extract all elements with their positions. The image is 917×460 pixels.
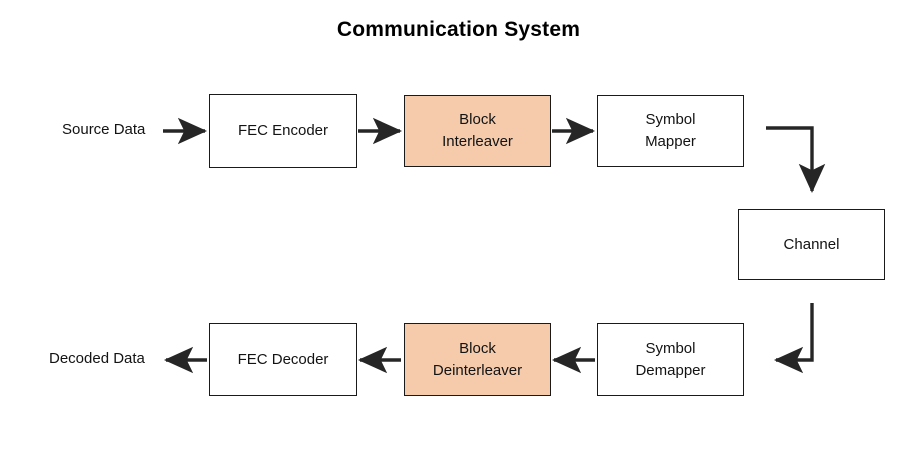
block-fec-decoder[interactable]: FEC Decoder bbox=[209, 323, 357, 396]
block-block-interleaver-label: Block Interleaver bbox=[442, 111, 513, 150]
block-block-deinterleaver[interactable]: Block Deinterleaver bbox=[404, 323, 551, 396]
block-channel-label: Channel bbox=[783, 235, 840, 253]
block-fec-decoder-label: FEC Decoder bbox=[237, 350, 329, 368]
block-symbol-demapper[interactable]: Symbol Demapper bbox=[597, 323, 744, 396]
block-symbol-demapper-label: Symbol Demapper bbox=[635, 339, 706, 379]
arrow-channel-to-symbol-demapper bbox=[773, 303, 814, 374]
label-source-data: Source Data bbox=[62, 121, 146, 138]
block-fec-encoder[interactable]: FEC Encoder bbox=[209, 94, 357, 168]
block-block-interleaver[interactable]: Block Interleaver bbox=[404, 95, 551, 167]
page-title: Communication System bbox=[336, 18, 581, 41]
block-symbol-mapper-label: Symbol Mapper bbox=[645, 111, 696, 150]
arrow-symbol-mapper-to-channel bbox=[766, 126, 826, 194]
label-decoded-data: Decoded Data bbox=[49, 350, 145, 367]
block-channel[interactable]: Channel bbox=[738, 209, 885, 280]
block-symbol-mapper[interactable]: Symbol Mapper bbox=[597, 95, 744, 167]
block-block-deinterleaver-label: Block Deinterleaver bbox=[432, 339, 523, 379]
block-fec-encoder-label: FEC Encoder bbox=[237, 122, 329, 140]
